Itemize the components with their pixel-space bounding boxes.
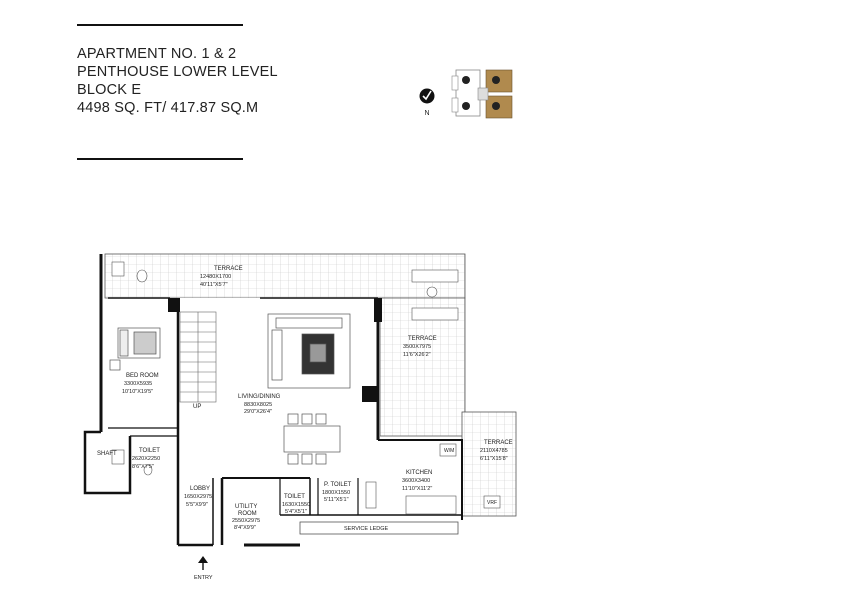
toilet-bed-name: TOILET [139, 448, 160, 454]
p-toilet-dim1: 1800X1550 [322, 490, 350, 496]
service-ledge-label: SERVICE LEDGE [344, 526, 389, 532]
living-name: LIVING/DINING [238, 394, 281, 400]
dining-table [283, 413, 341, 465]
toilet-dim2: 5'4"X5'1" [285, 509, 307, 515]
utility-name: UTILITY [235, 504, 257, 510]
p-toilet-name: P. TOILET [324, 482, 352, 488]
header-rule-top [77, 24, 243, 26]
toilet-name: TOILET [284, 494, 305, 500]
living-furniture [267, 313, 351, 389]
bedroom-dim2: 10'10"X19'5" [122, 389, 153, 395]
stair-up-label: UP [193, 404, 201, 410]
keyplan-label-1: 1 [494, 78, 498, 84]
toilet-dim1: 1630X1550 [282, 502, 310, 508]
terrace-small-name: TERRACE [484, 440, 513, 446]
lobby-dim2: 5'5"X9'9" [186, 502, 208, 508]
entry-arrow-icon [198, 556, 208, 570]
living-dim1: 8830X8025 [244, 402, 272, 408]
terrace-right [379, 297, 466, 437]
shaft-name: SHAFT [97, 451, 117, 457]
terrace-small-dim1: 2110X4785 [480, 448, 508, 454]
terrace-top-dim1: 12480X1700 [200, 274, 231, 280]
terrace-right-dim1: 3500X7975 [403, 344, 431, 350]
utility-name2: ROOM [238, 511, 257, 517]
level-title: PENTHOUSE LOWER LEVEL [77, 64, 278, 80]
north-label: N [424, 110, 429, 117]
terrace-right-dim2: 11'6"X26'2" [403, 352, 431, 358]
terrace-top [104, 253, 466, 299]
toilet-bed-dim2: 8'6"X7'5" [132, 464, 154, 470]
keyplan-label-3: 3 [464, 104, 468, 110]
staircase [179, 311, 217, 403]
apartment-title: APARTMENT NO. 1 & 2 [77, 46, 237, 62]
terrace-top-name: TERRACE [214, 266, 243, 272]
keyplan-label-4: 4 [464, 78, 468, 84]
kitchen-dim2: 11'10"X11'2" [402, 486, 432, 492]
vrf-label: VRF [487, 500, 497, 506]
north-arrow-icon: N [419, 88, 435, 117]
toilet-bed-dim1: 2620X2250 [132, 456, 160, 462]
terrace-top-dim2: 40'11"X5'7" [200, 282, 228, 288]
utility-dim1: 2550X2975 [232, 518, 260, 524]
lobby-name: LOBBY [190, 486, 210, 492]
utility-dim2: 8'4"X9'9" [234, 525, 256, 531]
terrace-small [461, 411, 517, 517]
living-dim2: 29'0"X26'4" [244, 409, 272, 415]
bedroom-dim1: 3300X5935 [124, 381, 152, 387]
header-rule-bottom [77, 158, 243, 160]
bedroom-name: BED ROOM [126, 373, 159, 379]
service-ledge [299, 521, 459, 535]
entry-label: ENTRY [194, 575, 213, 581]
terrace-right-name: TERRACE [408, 336, 437, 342]
p-toilet-dim2: 5'11"X5'1" [324, 497, 349, 503]
keyplan-label-2: 2 [494, 104, 498, 110]
wm-label: W/M [444, 448, 454, 454]
kitchen-dim1: 3600X3400 [402, 478, 430, 484]
bed-furniture [109, 327, 161, 371]
terrace-small-dim2: 6'11"X15'8" [480, 456, 508, 462]
area-title: 4498 SQ. FT/ 417.87 SQ.M [77, 100, 259, 116]
kitchen-name: KITCHEN [406, 470, 432, 476]
lobby-dim1: 1650X2975 [184, 494, 212, 500]
key-plan: 1 2 3 4 [451, 69, 513, 119]
block-title: BLOCK E [77, 82, 142, 98]
plan-header: APARTMENT NO. 1 & 2 PENTHOUSE LOWER LEVE… [77, 45, 337, 117]
